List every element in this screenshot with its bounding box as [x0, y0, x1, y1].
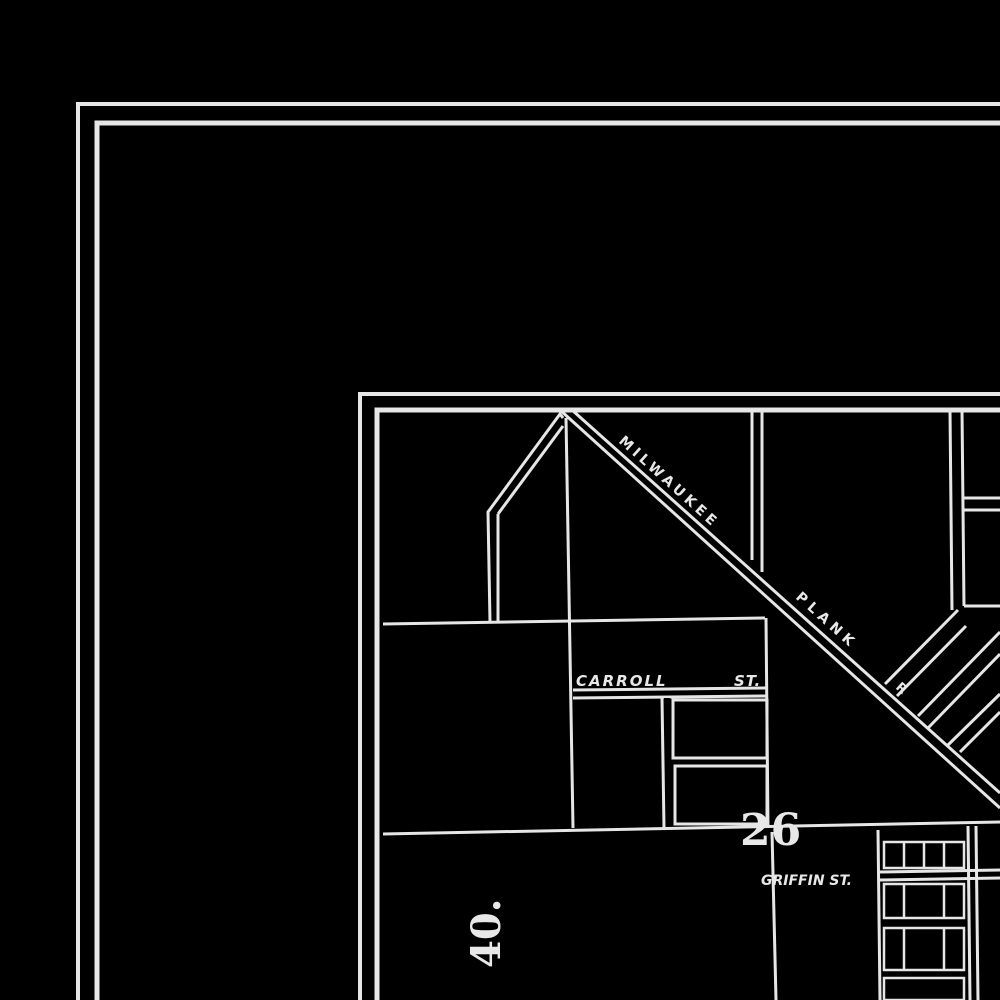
carroll-street-label: CARROLL: [576, 672, 668, 690]
inner-border: [358, 392, 1000, 1000]
building-blocks: [882, 840, 966, 1000]
griffin-street-label: GRIFFIN ST.: [761, 873, 852, 889]
section-number-26: 26: [740, 805, 801, 856]
section-number-40: 40.: [463, 898, 510, 968]
street-grid: [382, 408, 1000, 1000]
outer-border: [76, 102, 1000, 1000]
carroll-street-suffix: ST.: [734, 672, 761, 690]
